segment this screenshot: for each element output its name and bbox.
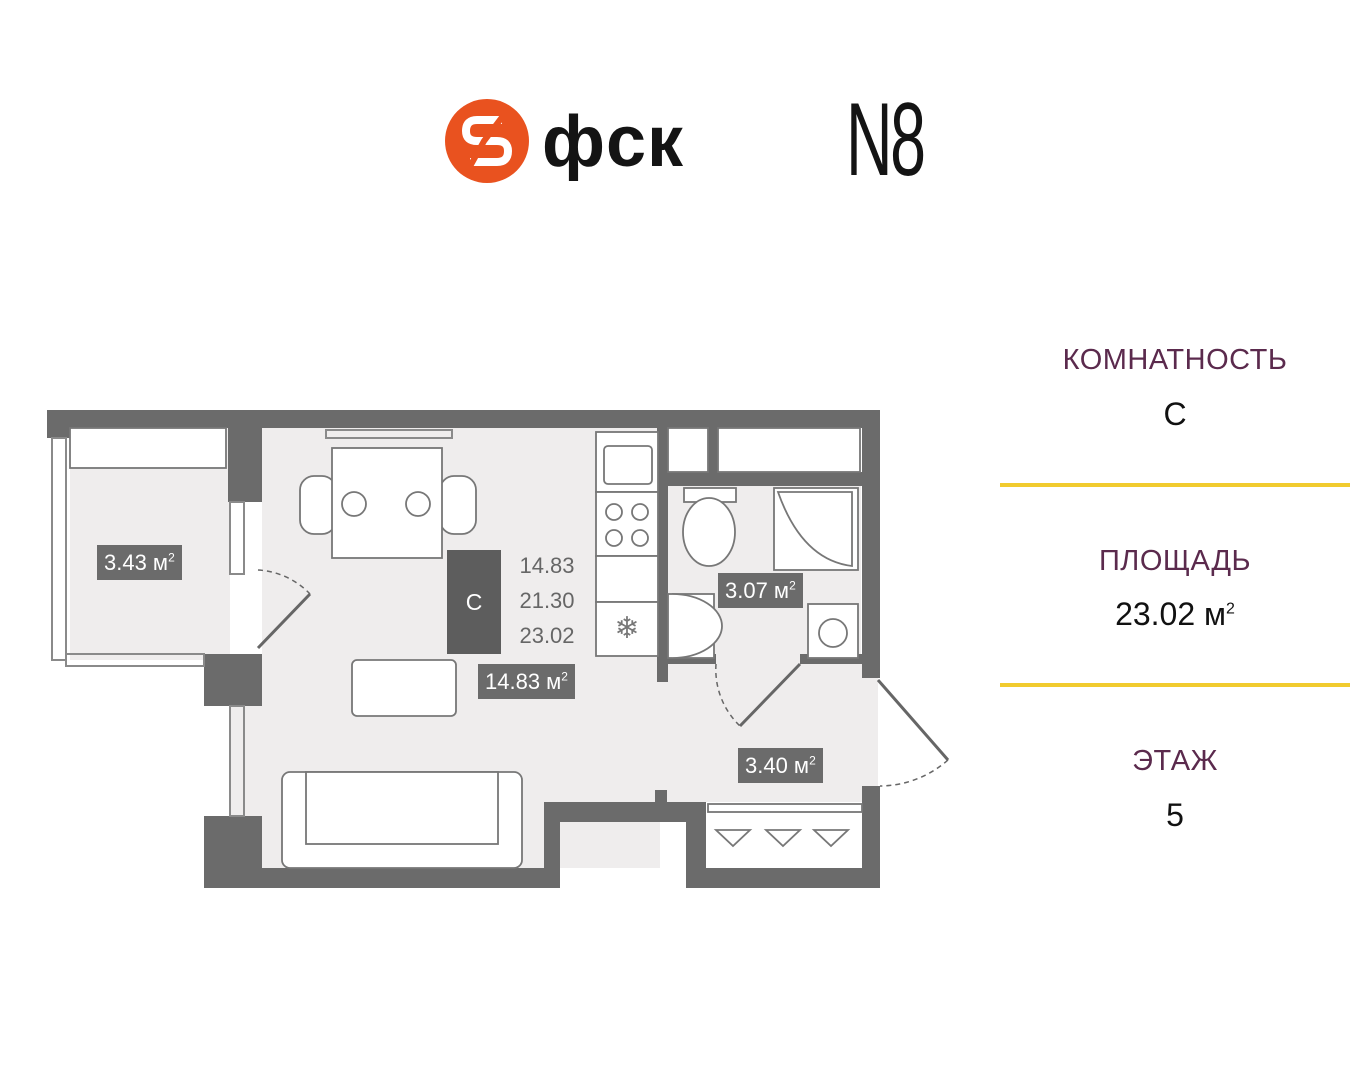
summary-code: С xyxy=(447,550,501,654)
chair-left xyxy=(299,475,337,535)
sofa-seat xyxy=(305,771,499,845)
developer-name: фск xyxy=(542,102,685,182)
project-logo: N8 xyxy=(846,82,926,198)
counter xyxy=(595,555,659,603)
burner-icon xyxy=(605,529,623,547)
hanger-icon xyxy=(713,829,851,848)
washbasin-icon xyxy=(671,593,723,659)
floor-value: 5 xyxy=(1166,797,1184,833)
fridge xyxy=(595,601,659,657)
burner-icon xyxy=(631,503,649,521)
rooms-label: КОМНАТНОСТЬ xyxy=(1062,344,1288,376)
divider-top xyxy=(1000,483,1350,487)
windows xyxy=(51,429,453,817)
room-area-tag-bathroom: 3.07 м2 xyxy=(718,573,803,608)
sink-icon xyxy=(603,445,653,485)
summary-total: 23.02 xyxy=(519,623,575,648)
fsk-logo-icon xyxy=(445,99,529,183)
developer-logo: фск xyxy=(444,98,704,188)
room-area-tag-main: 14.83 м2 xyxy=(478,664,575,699)
burner-icon xyxy=(631,529,649,547)
wardrobe-rail xyxy=(707,803,863,813)
coffee-table xyxy=(351,659,457,717)
summary-without-balcony: 21.30 xyxy=(519,588,575,613)
rooms-value: С xyxy=(1163,396,1187,432)
area-value: 23.02 м2 xyxy=(1115,596,1235,632)
room-area-tag-balcony: 3.43 м2 xyxy=(97,545,182,580)
room-area-tag-hallway: 3.40 м2 xyxy=(738,748,823,783)
summary-living: 14.83 xyxy=(519,553,575,578)
shower-tray-icon xyxy=(776,491,853,568)
plate-icon xyxy=(341,491,367,517)
balcony-shelf xyxy=(69,427,227,469)
washing-machine-icon xyxy=(818,618,848,648)
toilet-icon xyxy=(682,497,736,567)
furniture: ❄ xyxy=(69,427,863,869)
stove xyxy=(595,491,659,557)
shower xyxy=(773,487,859,571)
floor-label: ЭТАЖ xyxy=(1132,745,1218,777)
area-label: ПЛОЩАДЬ xyxy=(1098,545,1252,577)
doors xyxy=(256,569,950,787)
snowflake-icon: ❄ xyxy=(614,612,639,645)
storage-niche xyxy=(717,427,861,473)
divider-bottom xyxy=(1000,683,1350,687)
walls xyxy=(47,410,880,888)
burner-icon xyxy=(605,503,623,521)
chair-right xyxy=(439,475,477,535)
plate-icon xyxy=(405,491,431,517)
bath-niche xyxy=(667,427,709,473)
